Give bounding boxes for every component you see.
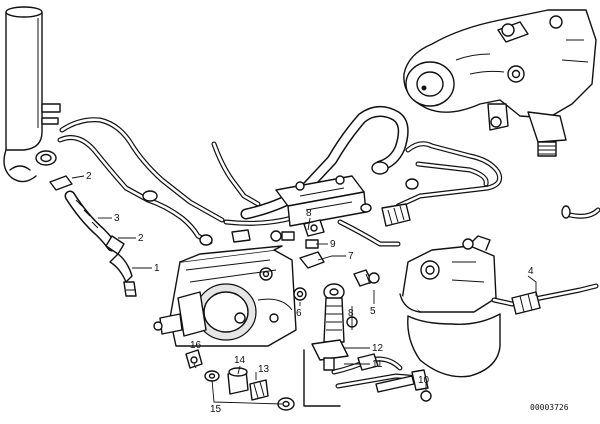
callout-12: 12 [372, 343, 384, 354]
hose-clamp-upper [35, 150, 73, 191]
callout-10: 10 [418, 375, 430, 386]
callout-14: 14 [234, 355, 246, 366]
document-number: 00003726 [530, 403, 569, 412]
power-steering-pump [153, 245, 297, 347]
connecting-rod-assembly [311, 283, 358, 371]
callout-6: 6 [296, 308, 302, 319]
steering-box-lines [337, 141, 503, 247]
callout-7: 7 [348, 251, 354, 262]
pressure-hose-assembly [57, 117, 225, 246]
hose-bracket [275, 175, 367, 269]
suction-elbow-fitting [105, 235, 137, 297]
callout-9: 9 [330, 239, 336, 250]
callout-8-lower: 8 [348, 308, 354, 319]
callout-5: 5 [370, 306, 376, 317]
callout-4: 4 [528, 266, 534, 277]
callout-2-lower: 2 [138, 233, 144, 244]
callout-8-upper: 8 [306, 208, 312, 219]
callout-13: 13 [258, 364, 270, 375]
callout-15: 15 [210, 404, 222, 415]
suction-hose [64, 190, 118, 252]
callout-1: 1 [154, 263, 160, 274]
callout-2-upper: 2 [86, 171, 92, 182]
fluid-reservoir [3, 6, 61, 183]
callout-3: 3 [114, 213, 120, 224]
return-line-fitting [491, 205, 600, 315]
valve-block [399, 235, 501, 378]
callout-numbers: 1 2 2 3 4 5 6 7 8 8 9 10 11 12 13 14 15 … [86, 171, 534, 415]
callout-16: 16 [190, 340, 202, 351]
callout-leaders [71, 175, 537, 405]
lower-mounting-hardware [303, 349, 432, 407]
pump-mounting-hardware [185, 349, 295, 411]
callout-11: 11 [372, 359, 383, 370]
steering-gear-box [403, 9, 597, 157]
